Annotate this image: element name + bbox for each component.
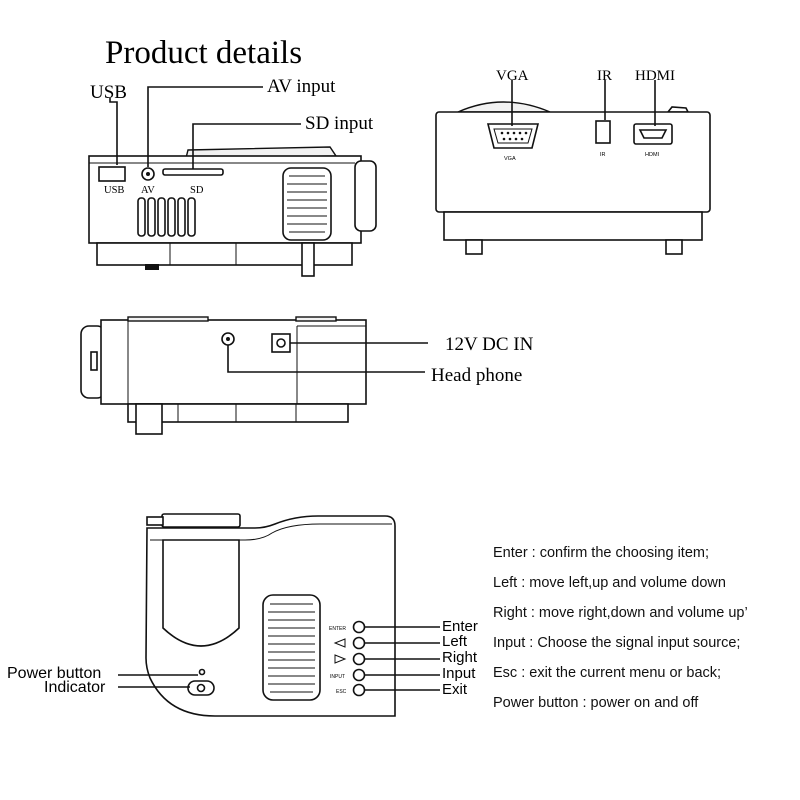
esc-button-icon — [352, 683, 366, 697]
vga-port-icon — [486, 123, 540, 149]
power-button-callout: Power button — [7, 665, 101, 682]
description-right: Right : move right,down and volume up’ — [493, 605, 748, 621]
indicator-light-icon — [198, 668, 206, 676]
left-callout: Left — [442, 633, 468, 650]
av-input-callout: AV input — [267, 76, 336, 97]
headphone-callout: Head phone — [431, 365, 522, 386]
sd-input-callout: SD input — [305, 113, 374, 134]
projector-rear-view-ports: VGA IR HDMI VGA IR HDMI — [435, 68, 711, 255]
vga-port-label: VGA — [504, 156, 516, 162]
projector-side-view-power: 12V DC IN Head phone — [80, 316, 534, 435]
ir-window-icon — [595, 120, 611, 144]
av-port-label: AV — [141, 185, 155, 196]
left-triangle-icon — [333, 638, 346, 648]
usb-callout: USB — [90, 82, 127, 103]
hdmi-port-label: HDMI — [645, 152, 660, 158]
description-enter: Enter : confirm the choosing item; — [493, 545, 709, 561]
input-button-icon — [352, 668, 366, 682]
enter-callout: Enter — [442, 618, 478, 635]
diagram-title: Product details — [105, 35, 302, 71]
vga-callout: VGA — [496, 68, 529, 84]
projector-top-view-controls: ENTER INPUT ESC Enter Left Right Input E… — [7, 513, 478, 717]
description-left: Left : move left,up and volume down — [493, 575, 726, 591]
exit-callout: Exit — [442, 681, 468, 698]
input-tiny-label: INPUT — [330, 674, 345, 680]
sd-slot-icon — [162, 168, 224, 176]
usb-port-icon — [98, 166, 126, 182]
right-triangle-icon — [334, 654, 347, 664]
left-button-icon — [352, 636, 366, 650]
enter-tiny-label: ENTER — [329, 626, 346, 632]
projector-side-view-ports: USB AV SD USB AV input SD input — [88, 76, 377, 277]
dc-in-callout: 12V DC IN — [445, 334, 534, 355]
right-callout: Right — [442, 649, 478, 666]
usb-port-label: USB — [104, 185, 124, 196]
right-button-icon — [352, 652, 366, 666]
ir-port-label: IR — [600, 152, 606, 158]
input-callout: Input — [442, 665, 476, 682]
sd-port-label: SD — [190, 185, 204, 196]
hdmi-callout: HDMI — [635, 68, 675, 84]
esc-tiny-label: ESC — [336, 689, 347, 695]
description-input: Input : Choose the signal input source; — [493, 635, 741, 651]
ir-callout: IR — [597, 68, 612, 84]
enter-button-icon — [352, 620, 366, 634]
description-power-button: Power button : power on and off — [493, 695, 699, 711]
description-esc: Esc : exit the current menu or back; — [493, 665, 722, 681]
indicator-callout: Indicator — [44, 679, 106, 696]
